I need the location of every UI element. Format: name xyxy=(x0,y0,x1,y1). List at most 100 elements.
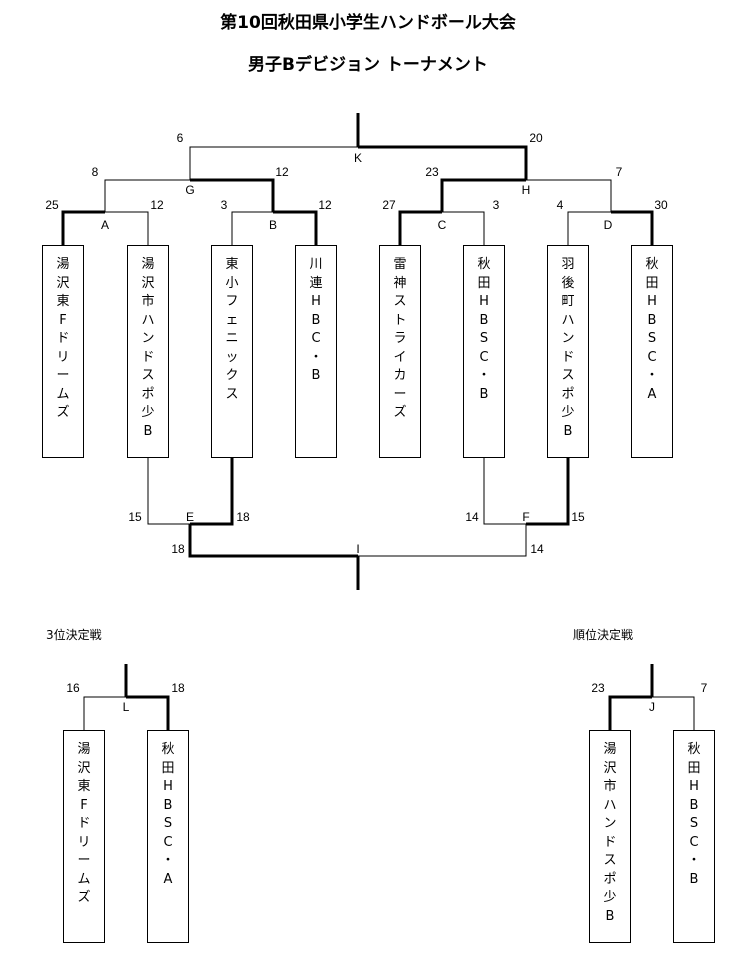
team-name-char: 秋 xyxy=(477,257,491,272)
score-I-left: 18 xyxy=(171,542,185,556)
team-name-char: ポ xyxy=(561,386,575,402)
match-B-lines xyxy=(231,210,318,245)
team-name-char: 少 xyxy=(141,405,155,420)
tournament-title: 第10回秋田県小学生ハンドボール大会 xyxy=(220,13,516,33)
team-name-char: 市 xyxy=(141,294,155,309)
team-name-char: S xyxy=(647,331,657,346)
team-name-char: 沢 xyxy=(77,760,91,776)
team-name-char: H xyxy=(689,779,699,794)
team-name-char: 東 xyxy=(225,257,239,272)
team-name-char: ク xyxy=(225,368,239,383)
team-name-char: F xyxy=(59,312,67,328)
team-name-char: ・ xyxy=(687,853,701,868)
team-name: 雷神ストライカーズ xyxy=(380,256,420,423)
team-name-char: ・ xyxy=(309,349,323,365)
team-name-char: B xyxy=(479,312,489,328)
team-name-char: ハ xyxy=(561,312,575,328)
score-F-left: 14 xyxy=(465,510,479,524)
score-E-left: 15 xyxy=(128,510,142,524)
match-label-C: C xyxy=(438,218,447,232)
team-name-char: ー xyxy=(56,368,70,383)
match-F-lines xyxy=(483,458,570,526)
team-name-char: ム xyxy=(77,871,91,887)
team-name-char: 秋 xyxy=(161,742,175,757)
score-B-right: 12 xyxy=(318,198,332,212)
team-name-char: ハ xyxy=(141,312,155,328)
team-name-char: 沢 xyxy=(56,275,70,291)
score-A-right: 12 xyxy=(150,198,164,212)
team-name-char: B xyxy=(479,386,489,402)
team-name-char: B xyxy=(311,368,321,383)
team-name-char: C xyxy=(479,349,489,365)
score-L-left: 16 xyxy=(66,681,80,695)
team-name-char: B xyxy=(311,312,321,328)
score-B-left: 3 xyxy=(221,198,228,212)
team-name-char: 東 xyxy=(56,294,70,309)
team-name-char: ポ xyxy=(141,386,155,402)
team-name-char: ス xyxy=(603,853,617,868)
score-L-right: 18 xyxy=(171,681,185,695)
team-name-char: ム xyxy=(56,386,70,402)
team-name-char: C xyxy=(311,331,321,346)
score-C-left: 27 xyxy=(382,198,396,212)
team-name-char: 田 xyxy=(161,760,175,776)
match-H-lines xyxy=(440,178,612,212)
score-C-right: 3 xyxy=(493,198,500,212)
placement-heading: 順位決定戦 xyxy=(573,627,633,642)
match-E-lines xyxy=(147,458,234,526)
score-J-left: 23 xyxy=(591,681,605,695)
team-name-char: 沢 xyxy=(603,760,617,776)
team-name-char: 少 xyxy=(603,890,617,905)
match-label-D: D xyxy=(604,218,613,232)
team-name-char: ド xyxy=(561,349,575,365)
team-name-char: B xyxy=(689,797,699,813)
score-H-left: 23 xyxy=(425,165,439,179)
team-name-char: ッ xyxy=(225,349,239,365)
team-name-char: ド xyxy=(141,349,155,365)
team-name-char: ズ xyxy=(56,405,70,420)
team-name-char: 東 xyxy=(77,779,91,794)
team-name-char: C xyxy=(163,834,173,850)
team-name-char: A xyxy=(647,386,657,402)
tournament-subtitle: 男子Bデビジョン トーナメント xyxy=(248,55,488,75)
team-name-char: フ xyxy=(225,294,239,309)
match-label-H: H xyxy=(522,183,531,197)
team-name-char: 羽 xyxy=(561,257,575,272)
third-place-heading: 3位決定戦 xyxy=(46,627,102,642)
match-label-G: G xyxy=(185,183,194,197)
team-name-char: ン xyxy=(603,816,617,831)
team-name-char: C xyxy=(647,349,657,365)
team-name-char: 田 xyxy=(687,760,701,776)
team-name-char: 湯 xyxy=(603,742,617,757)
team-name-char: S xyxy=(689,816,699,831)
team-name-char: B xyxy=(563,423,573,439)
team-name-char: ス xyxy=(225,386,239,402)
match-A-lines xyxy=(61,210,149,245)
team-name-char: ズ xyxy=(77,890,91,905)
match-label-E: E xyxy=(186,510,194,524)
match-L-lines xyxy=(83,664,170,730)
team-name-char: 湯 xyxy=(77,742,91,757)
score-A-left: 25 xyxy=(45,198,59,212)
team-name-char: ・ xyxy=(161,853,175,868)
score-K-left: 6 xyxy=(177,131,184,145)
team-name-char: B xyxy=(605,908,615,924)
team-name-char: H xyxy=(163,779,173,794)
team-name-char: ニ xyxy=(225,331,239,346)
team-name-char: 秋 xyxy=(645,257,659,272)
team-name-char: 少 xyxy=(561,405,575,420)
team-name-char: ド xyxy=(603,834,617,850)
match-label-J: J xyxy=(649,700,655,714)
team-name-char: B xyxy=(647,312,657,328)
score-G-left: 8 xyxy=(92,165,99,179)
